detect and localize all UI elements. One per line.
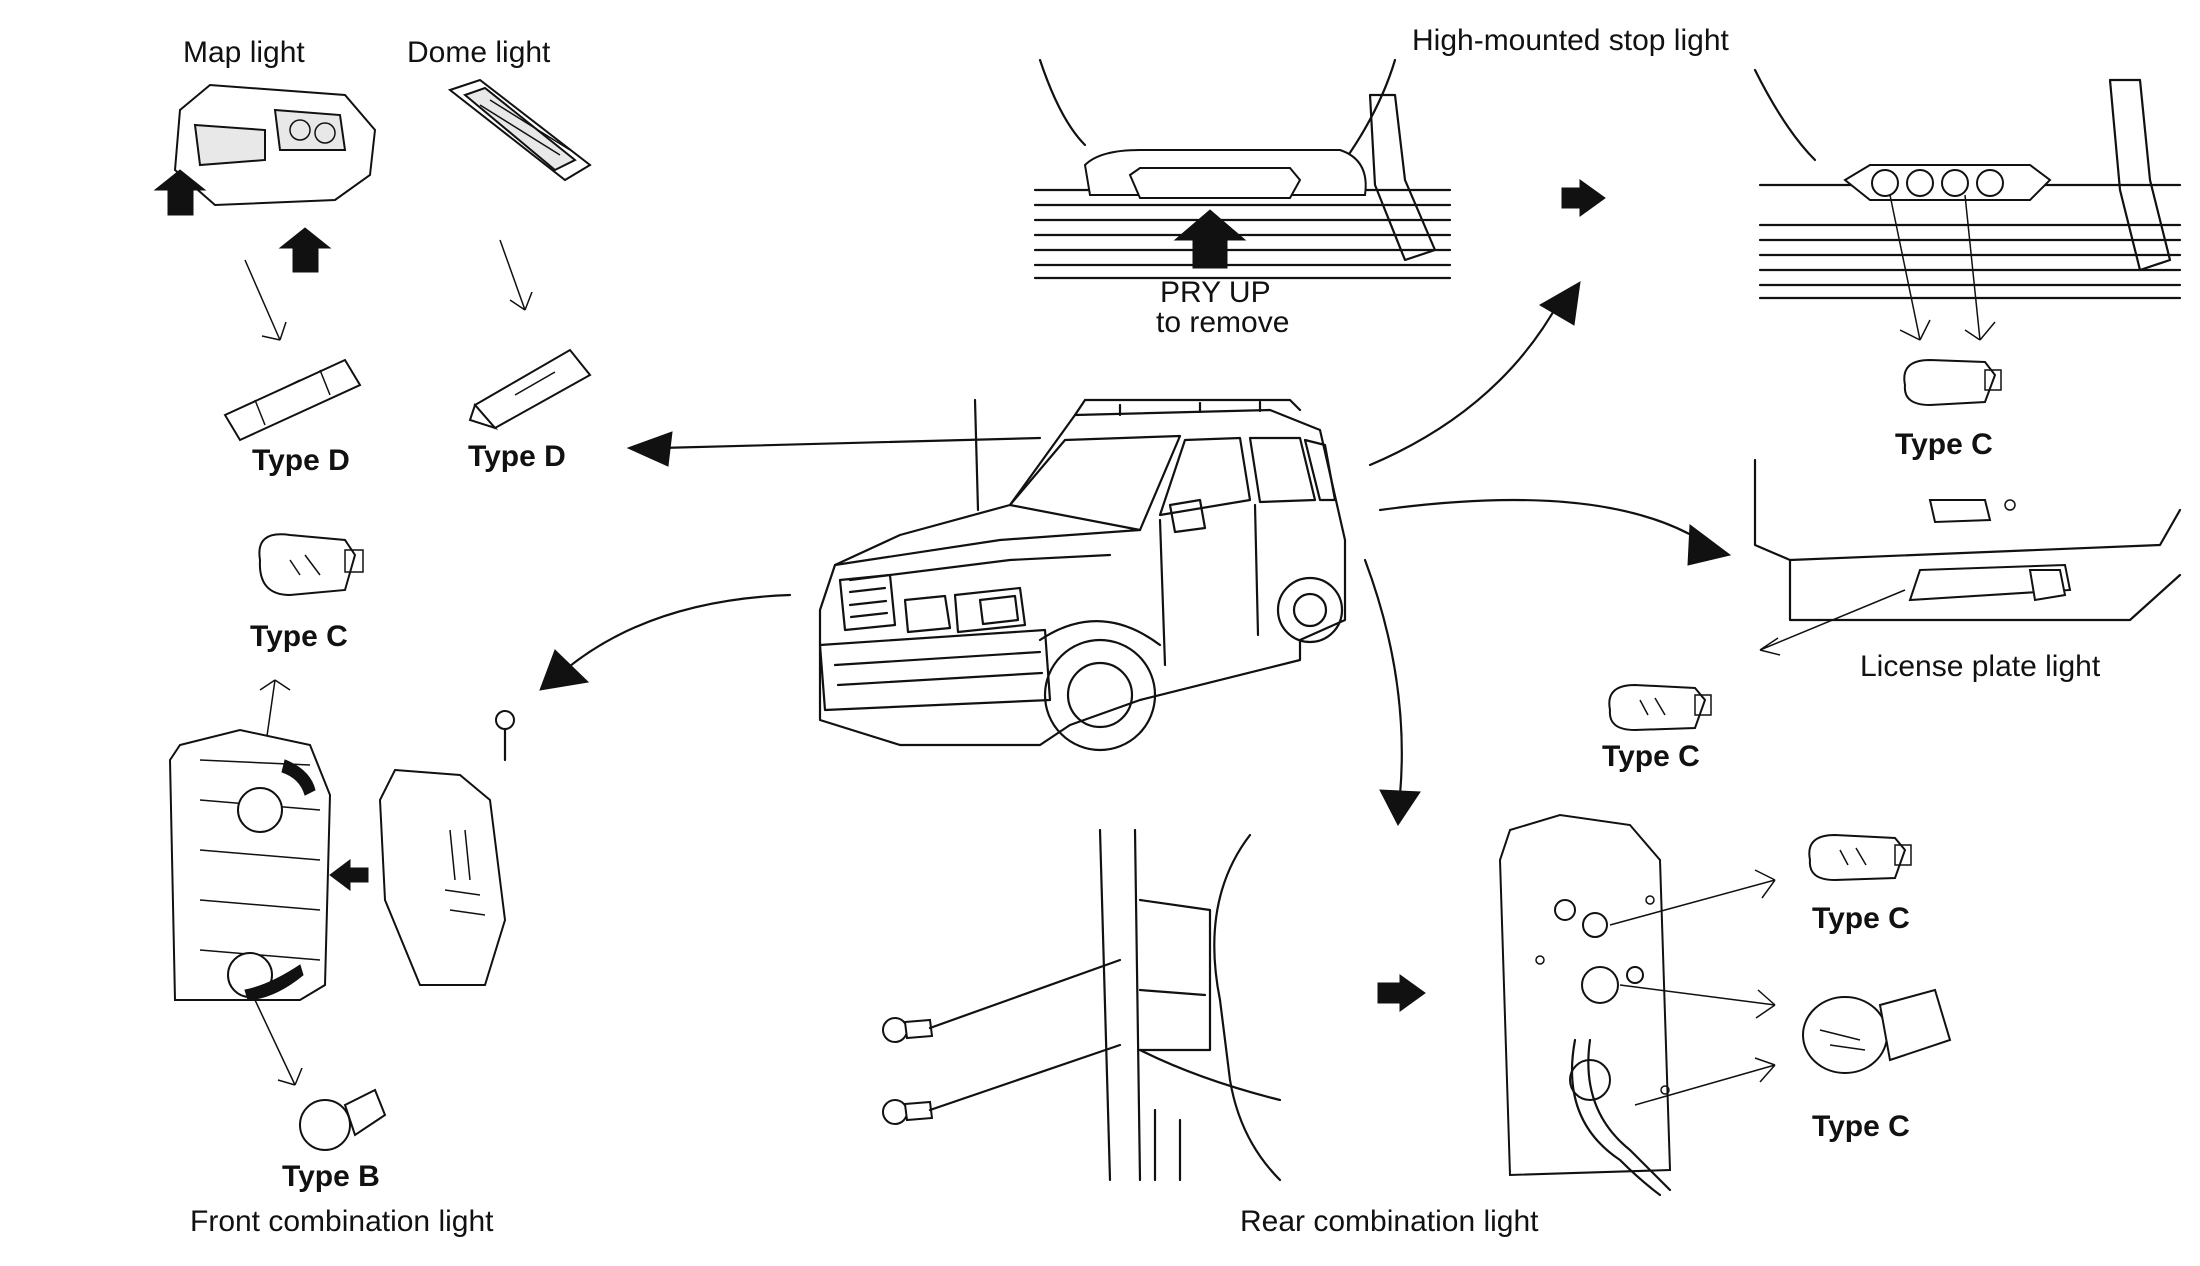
type-c-rear-lower-label: Type C	[1812, 1110, 1910, 1143]
front-combination-light-label: Front combination light	[190, 1205, 494, 1238]
license-plate-light-label: License plate light	[1860, 650, 2101, 683]
type-d-map-label: Type D	[252, 444, 350, 477]
high-mounted-stop-light-label: High-mounted stop light	[1412, 24, 1729, 57]
type-c-license-label: Type C	[1602, 740, 1700, 773]
dome-light-assembly	[447, 78, 592, 431]
high-mounted-stop-light-before	[1033, 58, 1452, 280]
type-c-rear-upper-label: Type C	[1812, 902, 1910, 935]
type-b-front-label: Type B	[282, 1160, 380, 1193]
type-c-stop-label: Type C	[1895, 428, 1993, 461]
rear-combination-light-label: Rear combination light	[1240, 1205, 1539, 1238]
front-combination-light-assembly	[168, 533, 515, 1151]
pry-up-label: PRY UP	[1160, 276, 1271, 309]
dome-light-label: Dome light	[407, 36, 551, 69]
map-light-label: Map light	[183, 36, 305, 69]
to-remove-label: to remove	[1156, 306, 1290, 339]
step-arrow-top	[1561, 179, 1606, 217]
high-mounted-stop-light-after	[1753, 68, 2182, 407]
license-plate-light-assembly	[1608, 458, 2182, 732]
map-light-assembly	[153, 83, 377, 442]
type-d-dome-label: Type D	[468, 440, 566, 473]
pointer-arrows	[539, 281, 1732, 826]
step-arrow-rear	[1377, 974, 1426, 1012]
rear-lamp-view	[1498, 813, 1952, 1197]
rear-pillar-view	[882, 828, 1282, 1182]
vehicle-illustration	[818, 398, 1347, 752]
type-c-front-label: Type C	[250, 620, 348, 653]
